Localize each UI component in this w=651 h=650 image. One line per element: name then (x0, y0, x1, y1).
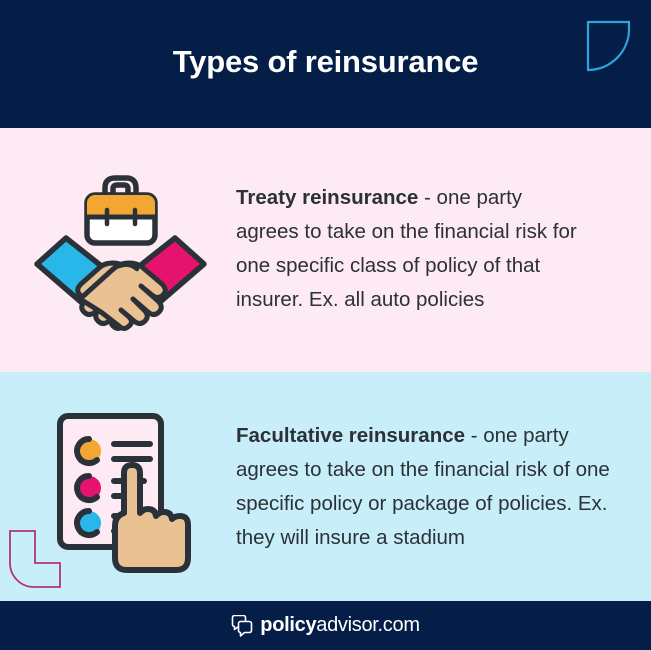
section-treaty-term: Treaty reinsurance (236, 186, 419, 209)
policyadvisor-speech-bubbles-icon (231, 614, 253, 637)
brand-name: policyadvisor.com (260, 614, 420, 637)
section-facultative-separator: - (465, 424, 484, 447)
brand-name-regular: advisor.com (316, 614, 420, 636)
header-banner: Types of reinsurance (0, 0, 651, 128)
checklist-pointing-hand-icon (57, 413, 191, 573)
brand-logo[interactable]: policyadvisor.com (231, 614, 420, 637)
section-facultative-term: Facultative reinsurance (236, 424, 466, 447)
section-facultative-description: one party agrees to take on the financia… (236, 424, 610, 549)
corner-outline-decoration-icon (9, 530, 61, 588)
section-treaty-separator: - (418, 186, 437, 209)
section-treaty-text: Treaty reinsurance - one party agrees to… (236, 181, 586, 317)
handshake-briefcase-icon (34, 175, 207, 331)
shield-outline-decoration-icon (586, 20, 631, 72)
footer-bar: policyadvisor.com (0, 601, 651, 650)
section-facultative-text: Facultative reinsurance - one party agre… (236, 419, 616, 555)
brand-name-bold: policy (260, 614, 317, 636)
page-title: Types of reinsurance (172, 44, 479, 79)
section-treaty-reinsurance: Treaty reinsurance - one party agrees to… (0, 128, 651, 372)
section-treaty-description: one party agrees to take on the financia… (236, 186, 577, 311)
section-facultative-reinsurance: Facultative reinsurance - one party agre… (0, 372, 651, 601)
